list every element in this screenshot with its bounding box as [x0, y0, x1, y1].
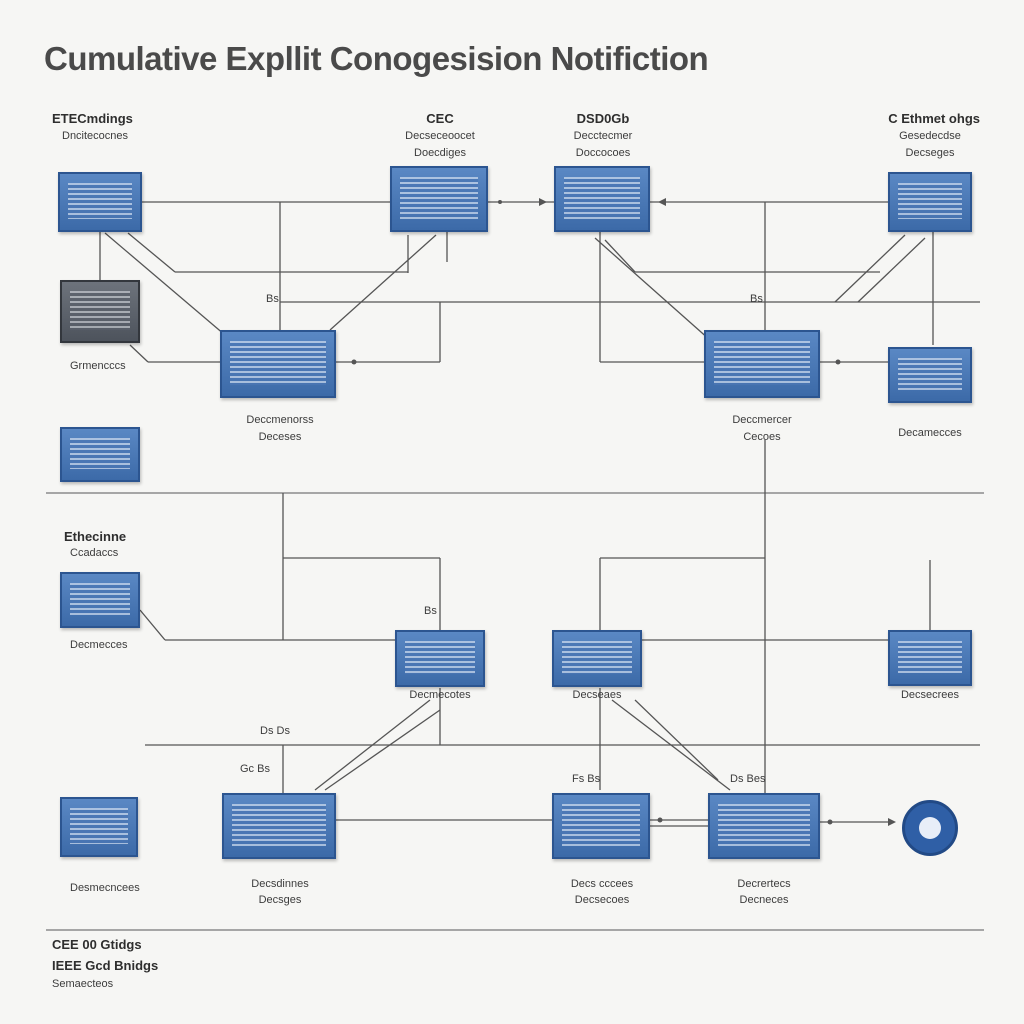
node-row4-b: [552, 793, 650, 859]
label-cec-sub2: Doecdiges: [414, 147, 466, 159]
label-cec-sub1: Decseceoocet: [405, 130, 475, 142]
footer-line-2: IEEE Gcd Bnidgs: [52, 958, 159, 973]
label-tl-sub: Dncitecocnes: [62, 130, 129, 142]
node-left-low: [60, 427, 140, 482]
label-mid-sub2: Doccocoes: [575, 147, 631, 159]
node-row3-c: [888, 630, 972, 686]
node-center-left: [220, 330, 336, 398]
diagram-title: Cumulative Expllit Conogesision Notifict…: [44, 40, 709, 77]
annotation-ds: Ds Bes: [730, 773, 766, 785]
endpoint-icon: [902, 800, 958, 856]
label-c2-1: Deccmercer: [732, 414, 792, 426]
label-r3-3: Decsecrees: [900, 689, 960, 701]
label-tr-title: C Ethmet ohgs: [888, 111, 980, 126]
node-row4-left: [60, 797, 138, 857]
label-r4-6: Decneces: [739, 894, 789, 906]
annotation-b: Bs: [424, 605, 437, 617]
label-c2-tag: Bs: [750, 293, 763, 305]
label-eth-node: Decmecces: [70, 639, 128, 651]
label-r3-2: Decseaes: [572, 689, 622, 701]
label-r4-3: Decs cccees: [570, 878, 634, 890]
label-r4-1: Decsdinnes: [251, 878, 309, 890]
label-c1-tag: Bs: [266, 293, 279, 305]
label-r4-2: Decsges: [258, 894, 302, 906]
label-dark-node: Grmencccs: [70, 360, 126, 372]
node-row4-c: [708, 793, 820, 859]
footer-line-1: CEE 00 Gtidgs: [52, 937, 142, 952]
label-tr-sub2: Decseges: [905, 147, 955, 159]
node-dark-left: [60, 280, 140, 343]
label-r3-1: Decmecotes: [409, 689, 471, 701]
label-r4-5: Decrertecs: [737, 878, 791, 890]
footer-line-3: Semaecteos: [52, 978, 114, 990]
label-cec-title: CEC: [426, 111, 454, 126]
label-eth-sub: Ccadaccs: [70, 547, 119, 559]
label-mid-title: DSD0Gb: [576, 111, 630, 126]
label-c1-1: Deccmenorss: [246, 414, 314, 426]
label-r1: Decamecces: [898, 427, 962, 439]
node-top-mid: [554, 166, 650, 232]
node-right-mid: [888, 347, 972, 403]
node-top-left: [58, 172, 142, 232]
node-top-right: [888, 172, 972, 232]
label-c1-2: Deceses: [258, 431, 302, 443]
node-ethernet: [60, 572, 140, 628]
node-row3-a: [395, 630, 485, 687]
node-row4-a: [222, 793, 336, 859]
label-mid-sub1: Decctecmer: [573, 130, 633, 142]
annotation-fs: Fs Bs: [572, 773, 601, 785]
annotation-cs: Gc Bs: [240, 763, 270, 775]
label-c2-2: Cecoes: [743, 431, 781, 443]
node-center-right: [704, 330, 820, 398]
annotation-bs: Ds Ds: [260, 725, 290, 737]
label-r4-4: Decsecoes: [574, 894, 630, 906]
node-row3-b: [552, 630, 642, 687]
label-tr-sub1: Gesedecdse: [899, 130, 961, 142]
label-tl-title: ETECmdings: [52, 111, 133, 126]
label-eth-title: Ethecinne: [64, 529, 127, 544]
node-cec: [390, 166, 488, 232]
label-r4-0: Desmecncees: [70, 882, 140, 894]
